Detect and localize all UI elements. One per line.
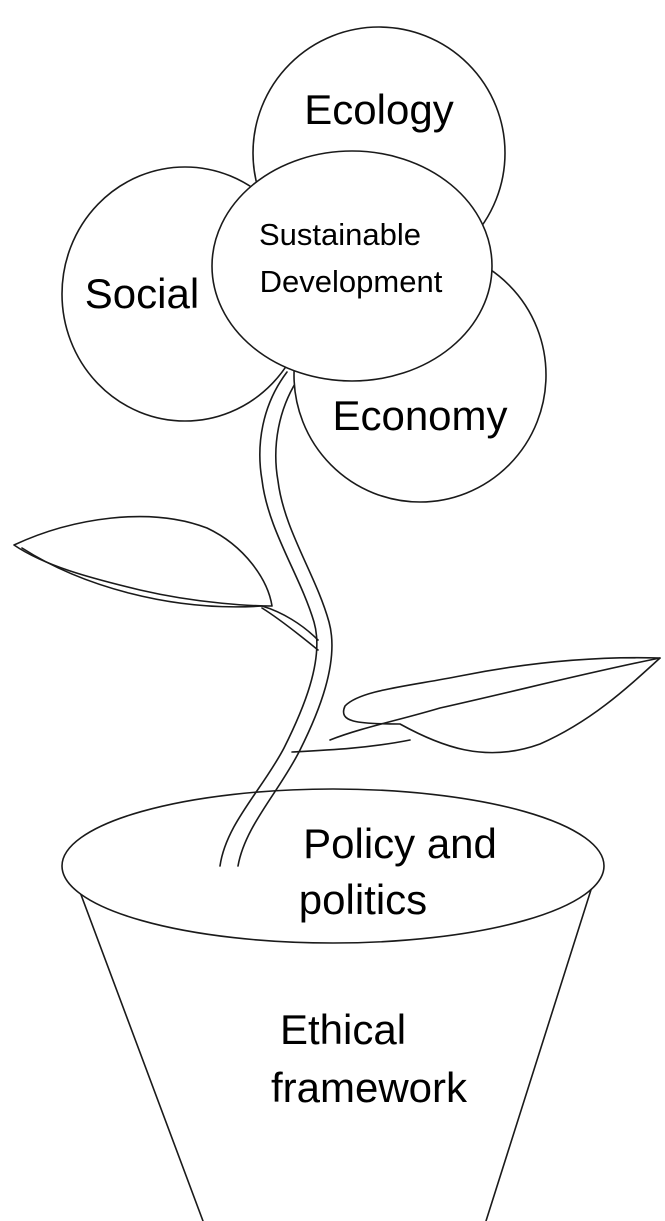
- label-social: Social: [85, 270, 199, 317]
- pot: [61, 788, 605, 1221]
- right-leaf-stalk: [291, 739, 411, 753]
- center-disc: [211, 150, 493, 382]
- left-leaf-outline: [13, 515, 273, 607]
- label-ecology: Ecology: [304, 86, 453, 133]
- label-framework: framework: [271, 1064, 468, 1111]
- label-politics: politics: [299, 876, 427, 923]
- left-leaf-stalk: [261, 607, 319, 651]
- label-sustainable: Sustainable: [259, 217, 421, 252]
- right-leaf-outline: [342, 656, 661, 754]
- label-policy-and: Policy and: [303, 820, 497, 867]
- stem: [219, 371, 333, 867]
- pot-right-side: [485, 873, 597, 1221]
- right-leaf-midrib: [329, 657, 661, 741]
- pot-rim: [61, 788, 605, 944]
- stem-right-edge: [237, 375, 333, 867]
- stem-left-edge: [219, 371, 318, 867]
- left-leaf-midrib: [21, 547, 319, 641]
- label-development: Development: [260, 264, 443, 299]
- label-ethical: Ethical: [280, 1006, 406, 1053]
- flower: [61, 26, 547, 503]
- label-economy: Economy: [332, 392, 507, 439]
- right-leaf: [291, 656, 661, 754]
- pot-left-side: [76, 883, 204, 1221]
- left-leaf: [13, 515, 319, 651]
